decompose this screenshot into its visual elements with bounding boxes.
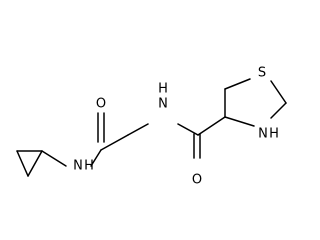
atom-h-ring: H <box>269 127 279 142</box>
atom-o-glycine-carbonyl: O <box>96 97 106 112</box>
bond-nh-to-carbonyl <box>90 149 102 167</box>
atom-n-cyclopropyl-amide: N <box>73 159 83 174</box>
double-bond-glycine-carbonyl <box>97 112 105 143</box>
thiazolidine-ring <box>224 78 287 127</box>
bond-amide-to-ring <box>197 116 226 136</box>
bond-ring-s-c2 <box>270 80 287 104</box>
bond-ring-c5-s <box>224 78 251 90</box>
atom-h-cyclopropyl-amide: H <box>84 159 94 174</box>
double-bond-ring-carbonyl <box>193 133 201 159</box>
atom-s-ring: S <box>258 66 266 81</box>
bond-nh-to-amide-carbon <box>177 123 199 136</box>
atom-n-glycine-amide: N <box>158 97 168 112</box>
bond-cyclopropyl-to-nh <box>41 150 67 167</box>
bond-carbonyl-to-ch2 <box>100 134 129 151</box>
bond-ring-c2-n <box>270 102 287 119</box>
bond-cyclopropyl-3 <box>27 150 43 177</box>
atom-o-ring-carbonyl: O <box>192 173 202 188</box>
atom-labels: N H O H N O S N H <box>73 66 279 188</box>
bond-ch2-to-nh <box>127 123 149 136</box>
atom-n-ring: N <box>258 127 268 142</box>
structure-diagram: N H O H N O S N H <box>16 65 287 188</box>
cyclopropyl-ring <box>16 150 43 177</box>
atom-h-glycine-amide: H <box>158 82 168 97</box>
bond-ring-n-c4 <box>224 116 255 127</box>
bond-cyclopropyl-1 <box>16 150 29 177</box>
